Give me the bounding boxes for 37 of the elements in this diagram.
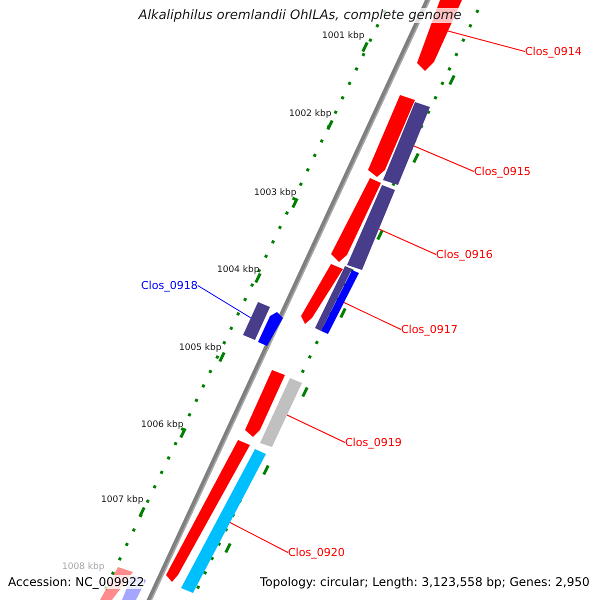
gene-block (368, 95, 415, 177)
scale-label: 1003 kbp (254, 188, 296, 198)
gene-block (245, 370, 285, 437)
gene-block (331, 178, 381, 262)
leader-line (197, 285, 252, 318)
gene-label: Clos_0919 (345, 436, 402, 449)
leader-line (414, 146, 474, 172)
genome-stats: Topology: circular; Length: 3,123,558 bp; Genes: 2,950 (260, 575, 590, 589)
scale-label: 1005 kbp (179, 343, 222, 353)
scale-label: 1002 kbp (289, 109, 332, 119)
gene-block (383, 102, 430, 185)
scale-label: 1006 kbp (141, 420, 184, 430)
gene-block (260, 378, 302, 447)
leader-line (378, 228, 436, 255)
gene-label: Clos_0917 (401, 323, 458, 336)
scale-label: 1004 kbp (217, 265, 260, 275)
gene-block (347, 185, 395, 270)
leader-line (342, 302, 402, 330)
gene-block (166, 440, 250, 582)
gene-label: Clos_0914 (525, 45, 582, 58)
gene-label: Clos_0918 (141, 279, 198, 292)
gene-block (258, 312, 283, 346)
scale-label: 1007 kbp (101, 495, 144, 505)
leader-line (448, 30, 526, 52)
scale-label: 1008 kbp (62, 562, 104, 572)
gene-block (301, 264, 343, 324)
leader-line (228, 522, 288, 553)
scale-label: 1001 kbp (322, 31, 364, 41)
gene-block (321, 270, 359, 334)
gene-label: Clos_0920 (288, 546, 345, 559)
accession-text: Accession: NC_009922 (8, 575, 144, 589)
title: Alkaliphilus oremlandii OhILAs, complete genome (138, 8, 462, 23)
gene-block (243, 302, 270, 340)
gene-block (315, 266, 352, 331)
leader-line (286, 414, 346, 443)
gene-label: Clos_0916 (436, 248, 493, 261)
gene-label: Clos_0915 (474, 165, 531, 178)
